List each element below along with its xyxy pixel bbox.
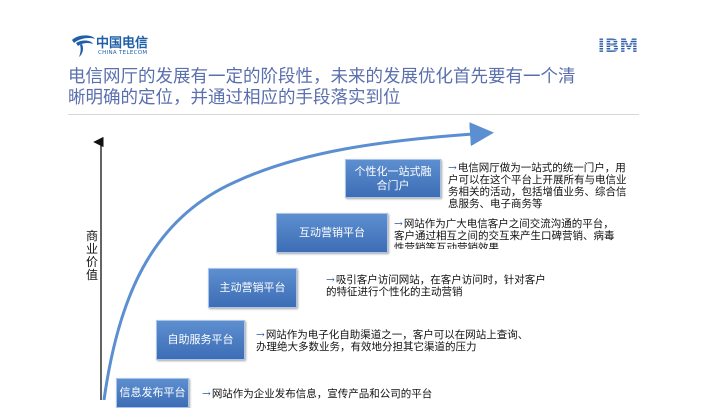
stage-box-active-marketing: 主动营销平台 [208,268,297,308]
china-telecom-logo-text: 中国电信 [96,36,149,51]
title-divider [68,114,639,115]
china-telecom-logo-mark-icon [72,35,95,57]
y-axis-label: 商业价值 [85,229,98,282]
arrow-icon: → [394,218,403,230]
arrow-icon: → [202,388,211,400]
arrow-icon: → [448,162,457,174]
stage-desc-one-stop-portal: →电信网厅做为一站式的统一门户，用户可以在这个平台上开展所有与电信业务相关的活动… [448,162,627,210]
china-telecom-logo: 中国电信 CHINA TELECOM [68,30,148,64]
arrow-icon: → [326,274,335,286]
ibm-logo: IBM [598,36,638,54]
china-telecom-logo-subtext: CHINA TELECOM [98,50,148,56]
page-title-line-2: 晰明确的定位，并通过相应的手段落实到位 [68,88,401,108]
stage-box-info-publishing: 信息发布平台 [116,378,189,408]
stage-desc-active-marketing: →吸引客户访问网站，在客户访问时，针对客户的特征进行个性化的主动营销 [326,274,546,298]
stage-box-self-service: 自助服务平台 [156,320,245,360]
svg-text:IBM: IBM [598,36,638,54]
arrow-icon: → [256,329,265,341]
page-title-line-1: 电信网厅的发展有一定的阶段性，未来的发展优化首先要有一个清 [68,67,576,87]
page-title: 电信网厅的发展有一定的阶段性，未来的发展优化首先要有一个清 晰明确的定位，并通过… [68,67,668,109]
stage-desc-self-service: →网站作为电子化自助渠道之一，客户可以在网站上查询、办理绝大多数业务，有效地分担… [256,329,529,353]
stage-desc-interactive-marketing: →网站作为广大电信客户之间交流沟通的平台，客户通过相互之间的交互来产生口碑营销、… [394,218,615,249]
stage-box-interactive-marketing: 互动营销平台 [276,213,388,253]
stage-box-one-stop-portal: 个性化一站式融合门户 [345,159,441,198]
stage-desc-info-publishing: →网站作为企业发布信息，宣传产品和公司的平台 [202,388,433,400]
growth-curve [102,122,494,400]
